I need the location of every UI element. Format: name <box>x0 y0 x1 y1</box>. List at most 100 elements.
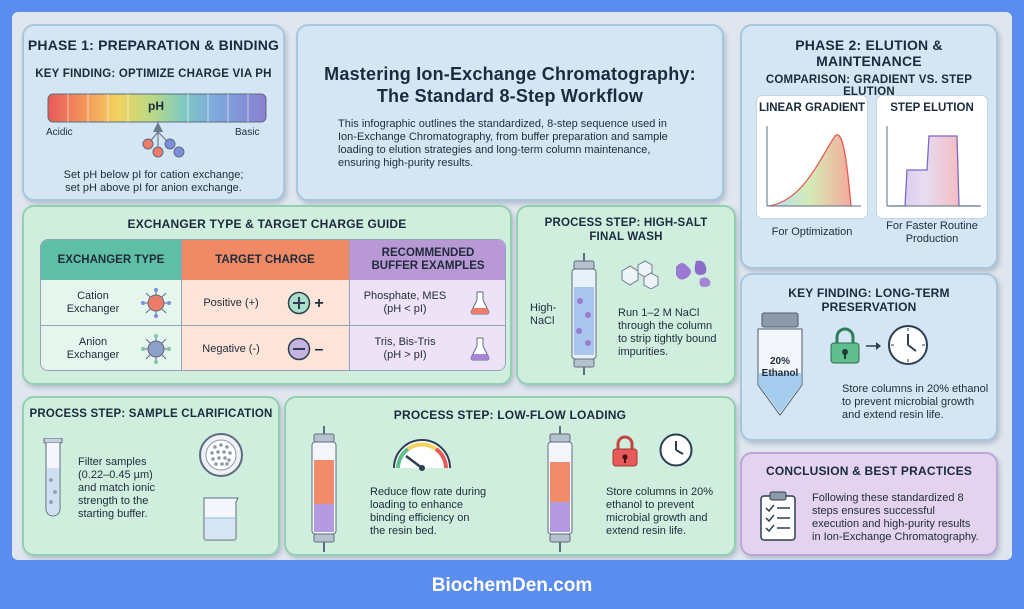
high-nacl-label-line1: High- <box>530 302 557 314</box>
phase1-text-line1: Set pH below pI for cation exchange; <box>63 169 244 181</box>
negative-charge-icon <box>287 337 311 361</box>
flask-icon <box>470 291 490 315</box>
row1-sign: + <box>314 294 324 312</box>
beaker-icon <box>203 497 239 541</box>
high-salt-text-3: to strip tightly bound <box>618 333 717 345</box>
column-icon <box>547 426 573 552</box>
low-flow-panel: PROCESS STEP: LOW-FLOW LOADING Reduce fl… <box>284 396 736 556</box>
row1-charge: Positive (+) <box>203 296 259 309</box>
phase1-title: PHASE 1: PREPARATION & BINDING <box>27 37 280 53</box>
clarification-text-4: strength to the <box>78 495 149 507</box>
impurities-icon <box>676 260 711 287</box>
preservation-panel: KEY FINDING: LONG-TERM PRESERVATION 20% … <box>740 273 998 441</box>
ethanol-label-line2: Ethanol <box>761 368 799 379</box>
linear-gradient-title: LINEAR GRADIENT <box>758 102 866 114</box>
step-elution-title: STEP ELUTION <box>890 102 974 114</box>
low-flow-text2-2: ethanol to prevent <box>606 499 695 511</box>
ethanol-label-line1: 20% <box>769 356 790 367</box>
filter-membrane-icon <box>199 433 243 477</box>
low-flow-title: PROCESS STEP: LOW-FLOW LOADING <box>393 408 627 422</box>
main-title-panel: Mastering Ion-Exchange Chromatography: T… <box>296 24 724 201</box>
footer-site-name[interactable]: BiochemDen.com <box>431 575 593 596</box>
preservation-text-2: to prevent microbial growth <box>842 396 975 408</box>
conclusion-text-4: in Ion-Exchange Chromatography. <box>812 531 979 543</box>
high-salt-panel: PROCESS STEP: HIGH-SALT FINAL WASH High-… <box>516 205 736 385</box>
infographic-canvas: PHASE 1: PREPARATION & BINDING KEY FINDI… <box>12 12 1012 560</box>
guide-title: EXCHANGER TYPE & TARGET CHARGE GUIDE <box>127 217 407 231</box>
clarification-text-5: starting buffer. <box>78 508 148 520</box>
ph-scale-graphic <box>47 93 267 158</box>
high-salt-title-line1: PROCESS STEP: HIGH-SALT <box>544 217 708 229</box>
clarification-panel: PROCESS STEP: SAMPLE CLARIFICATION Filte… <box>22 396 280 556</box>
ph-acidic-label: Acidic <box>46 127 73 138</box>
high-salt-text-4: impurities. <box>618 346 669 358</box>
main-title-line2: The Standard 8-Step Workflow <box>376 86 644 106</box>
row2-sign: – <box>314 340 324 358</box>
clarification-text-2: (0.22–0.45 µm) <box>78 469 153 481</box>
phase2-panel: PHASE 2: ELUTION & MAINTENANCE COMPARISO… <box>740 24 998 269</box>
step-elution-caption-line2: Production <box>905 233 959 245</box>
conclusion-text-3: execution and high-purity results <box>812 518 971 530</box>
clipboard-checklist-icon <box>760 491 796 541</box>
conclusion-text-2: steps ensures successful <box>812 505 935 517</box>
low-flow-text2-3: microbial growth and <box>606 512 708 524</box>
main-title-line1: Mastering Ion-Exchange Chromatography: <box>324 64 696 84</box>
low-flow-text1-3: binding efficiency on <box>370 512 470 524</box>
exchanger-guide-panel: EXCHANGER TYPE & TARGET CHARGE GUIDE EXC… <box>22 205 512 385</box>
clock-icon <box>659 433 693 467</box>
flow-gauge-icon <box>393 439 451 471</box>
step-elution-caption-line1: For Faster Routine <box>886 220 978 232</box>
flask-icon <box>470 337 490 361</box>
phase1-text-line2: set pH above pI for anion exchange. <box>65 182 242 194</box>
phase2-title: PHASE 2: ELUTION & MAINTENANCE <box>795 37 943 69</box>
high-salt-text-2: through the column <box>618 320 713 332</box>
preservation-text-1: Store columns in 20% ethanol <box>842 383 989 395</box>
clarification-text-1: Filter samples <box>78 456 147 468</box>
column-icon <box>571 253 597 375</box>
conclusion-panel: CONCLUSION & BEST PRACTICES Following th… <box>740 452 998 556</box>
conclusion-title: CONCLUSION & BEST PRACTICES <box>765 464 973 478</box>
step-elution-card: STEP ELUTION <box>876 95 988 219</box>
linear-gradient-card: LINEAR GRADIENT <box>756 95 868 219</box>
linear-gradient-caption: For Optimization <box>771 226 853 238</box>
step-elution-chart <box>886 126 981 207</box>
clock-icon <box>888 325 928 365</box>
guide-table: EXCHANGER TYPE TARGET CHARGE RECOMMENDED… <box>40 239 506 371</box>
header-target-charge: TARGET CHARGE <box>215 253 315 266</box>
header-exchanger-type: EXCHANGER TYPE <box>57 253 165 266</box>
conclusion-text-1: Following these standardized 8 <box>812 492 964 504</box>
preservation-text-3: and extend resin life. <box>842 409 944 421</box>
phase1-panel: PHASE 1: PREPARATION & BINDING KEY FINDI… <box>22 24 285 201</box>
low-flow-text1-4: the resin bed. <box>370 525 437 537</box>
clarification-title: PROCESS STEP: SAMPLE CLARIFICATION <box>29 408 273 420</box>
low-flow-text2-1: Store columns in 20% <box>606 486 713 498</box>
low-flow-text1-2: loading to enhance <box>370 499 463 511</box>
clarification-text-3: and match ionic <box>78 482 156 494</box>
column-icon <box>311 426 337 552</box>
ph-basic-label: Basic <box>235 127 260 138</box>
positive-charge-icon <box>287 291 311 315</box>
header-buffer-examples: RECOMMENDED BUFFER EXAMPLES <box>371 247 485 272</box>
arrow-right-icon <box>866 342 881 350</box>
high-salt-title-line2: FINAL WASH <box>589 231 663 243</box>
row2-buffer: Tris, Bis-Tris(pH > pI) <box>374 336 436 361</box>
preservation-title: KEY FINDING: LONG-TERM PRESERVATION <box>788 286 950 314</box>
low-flow-text1-1: Reduce flow rate during <box>370 486 487 498</box>
row2-charge: Negative (-) <box>202 342 260 355</box>
lock-icon <box>830 327 860 364</box>
row1-buffer: Phosphate, MES(pH < pI) <box>363 290 447 315</box>
linear-gradient-chart <box>766 126 861 207</box>
cation-molecule-icon <box>141 288 171 318</box>
high-salt-text-1: Run 1–2 M NaCl <box>618 307 700 319</box>
ph-label: pH <box>148 99 164 113</box>
test-tube-icon <box>43 438 63 517</box>
ethanol-bottle-icon <box>757 312 803 416</box>
low-flow-text2-4: extend resin life. <box>606 525 687 537</box>
high-nacl-label-line2: NaCl <box>530 315 555 327</box>
main-description: This infographic outlines the standardiz… <box>338 118 668 169</box>
salt-crystals-icon <box>621 260 659 289</box>
lock-icon <box>612 435 638 467</box>
phase1-key-finding: KEY FINDING: OPTIMIZE CHARGE VIA PH <box>35 68 272 80</box>
